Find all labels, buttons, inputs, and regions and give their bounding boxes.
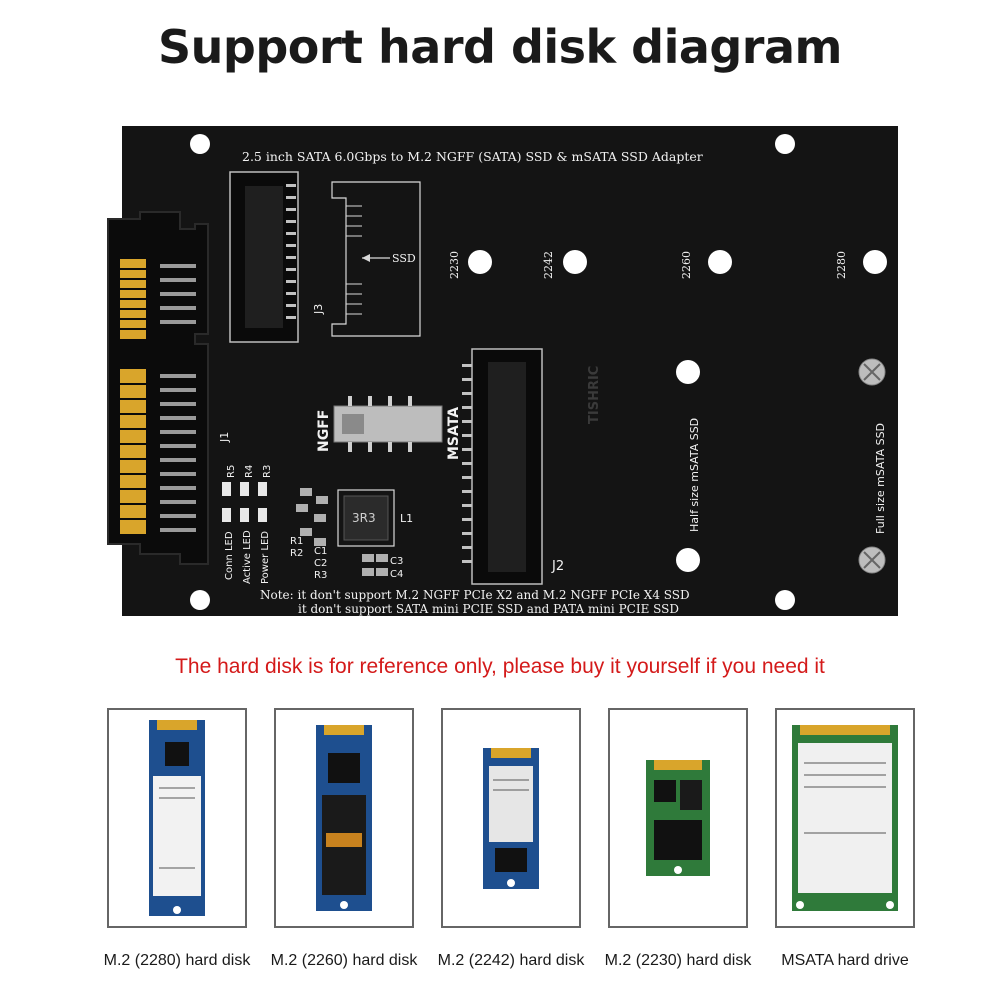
disk-label: M.2 (2260) hard disk bbox=[270, 952, 418, 969]
hole-2260 bbox=[708, 250, 732, 274]
disk-image-frame bbox=[775, 708, 915, 928]
label-r1: R1 bbox=[290, 536, 303, 547]
board-note-2: it don't support SATA mini PCIE SSD and … bbox=[298, 602, 679, 616]
label-j2: J2 bbox=[551, 559, 564, 574]
disk-label: MSATA hard drive bbox=[781, 952, 909, 969]
led-label-conn: Conn LED bbox=[224, 531, 235, 580]
label-c4: C4 bbox=[390, 569, 403, 580]
selector-switch[interactable] bbox=[333, 396, 443, 452]
disk-card-2260: M.2 (2260) hard disk bbox=[271, 708, 417, 969]
adapter-board-svg: J1 2.5 inch SATA 6.0Gbps to M.2 NGFF (SA… bbox=[107, 126, 898, 616]
inductor-code: 3R3 bbox=[352, 511, 376, 525]
disk-card-2242: M.2 (2242) hard disk bbox=[438, 708, 584, 969]
ssd-2280-image bbox=[149, 720, 205, 916]
disk-label: M.2 (2242) hard disk bbox=[437, 952, 585, 969]
label-2242: 2242 bbox=[542, 251, 555, 279]
label-2280: 2280 bbox=[835, 251, 848, 279]
board-note-1: Note: it don't support M.2 NGFF PCIe X2 … bbox=[260, 588, 690, 602]
mount-hole bbox=[775, 590, 795, 610]
led-label-active: Active LED bbox=[242, 530, 253, 584]
disk-image-frame bbox=[608, 708, 748, 928]
disk-card-2230: M.2 (2230) hard disk bbox=[605, 708, 751, 969]
label-l1: L1 bbox=[400, 512, 413, 525]
ssd-outline bbox=[331, 181, 421, 337]
disk-card-2280: M.2 (2280) hard disk bbox=[104, 708, 250, 969]
ssd-arrow-label: SSD bbox=[392, 252, 416, 265]
disk-gallery: M.2 (2280) hard disk M.2 (2260) hard dis… bbox=[0, 708, 1000, 988]
screw-full-msata-bottom bbox=[858, 546, 886, 574]
inductor-l1 bbox=[343, 495, 389, 541]
disk-image-frame bbox=[441, 708, 581, 928]
label-r3b: R3 bbox=[314, 570, 327, 581]
page-title: Support hard disk diagram bbox=[158, 20, 842, 74]
label-2230: 2230 bbox=[448, 251, 461, 279]
reference-notice: The hard disk is for reference only, ple… bbox=[175, 655, 825, 678]
switch-label-ngff: NGFF bbox=[316, 410, 332, 452]
disk-image-frame bbox=[107, 708, 247, 928]
adapter-board: J1 2.5 inch SATA 6.0Gbps to M.2 NGFF (SA… bbox=[100, 124, 900, 620]
label-c3: C3 bbox=[390, 556, 403, 567]
label-2260: 2260 bbox=[680, 251, 693, 279]
disk-label: M.2 (2280) hard disk bbox=[103, 952, 251, 969]
brand-label: TISHRIC bbox=[587, 366, 602, 424]
label-r4: R4 bbox=[244, 465, 255, 478]
ssd-2242-image bbox=[483, 747, 539, 889]
mount-hole bbox=[190, 134, 210, 154]
mount-hole bbox=[775, 134, 795, 154]
label-r5: R5 bbox=[226, 465, 237, 478]
led-label-power: Power LED bbox=[260, 531, 271, 584]
board-header: 2.5 inch SATA 6.0Gbps to M.2 NGFF (SATA)… bbox=[242, 149, 703, 164]
ssd-2230-image bbox=[646, 760, 710, 876]
label-j1: J1 bbox=[218, 432, 231, 443]
label-r2: R2 bbox=[290, 548, 303, 559]
label-c2: C2 bbox=[314, 558, 327, 569]
label-j3: J3 bbox=[312, 304, 325, 315]
hole-2242 bbox=[563, 250, 587, 274]
label-r3: R3 bbox=[262, 465, 273, 478]
hole-2230 bbox=[468, 250, 492, 274]
hole-2280 bbox=[863, 250, 887, 274]
mount-hole bbox=[190, 590, 210, 610]
ssd-2260-image bbox=[316, 725, 372, 911]
sata-data-pins bbox=[120, 369, 146, 534]
msata-socket-slot bbox=[488, 362, 526, 572]
hole-half-msata-top bbox=[676, 360, 700, 384]
disk-image-frame bbox=[274, 708, 414, 928]
screw-full-msata-top bbox=[858, 358, 886, 386]
label-c1: C1 bbox=[314, 546, 327, 557]
disk-card-msata: MSATA hard drive bbox=[775, 708, 915, 969]
m2-socket-slot bbox=[245, 186, 283, 328]
half-size-label: Half size mSATA SSD bbox=[688, 418, 701, 532]
full-size-label: Full size mSATA SSD bbox=[874, 423, 887, 534]
switch-label-msata: MSATA bbox=[446, 407, 462, 460]
hole-half-msata-bottom bbox=[676, 548, 700, 572]
disk-label: M.2 (2230) hard disk bbox=[604, 952, 752, 969]
ssd-msata-image bbox=[792, 725, 898, 911]
